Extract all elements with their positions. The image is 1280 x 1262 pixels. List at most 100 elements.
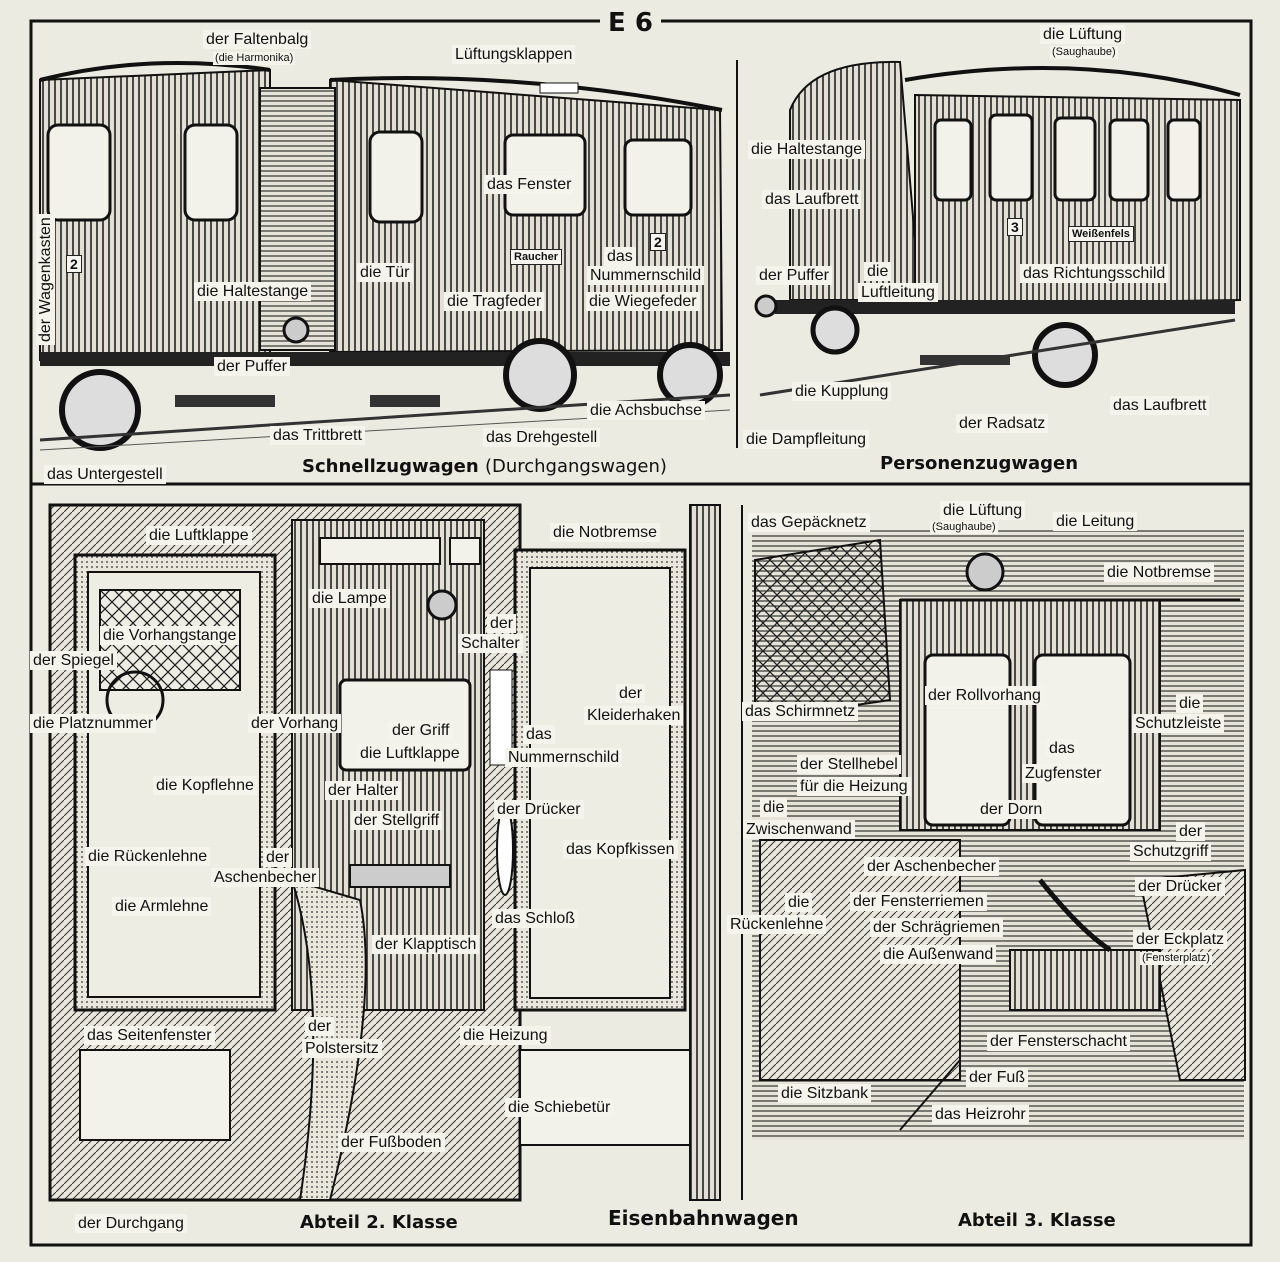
label-platznummer: die Platznummer bbox=[30, 714, 157, 733]
label-zugfenster: Zugfenster bbox=[1022, 764, 1105, 783]
label-vorhang: der Vorhang bbox=[248, 714, 342, 733]
label-rueckenlehne-3: Rückenlehne bbox=[727, 915, 827, 934]
label-stellgriff: der Stellgriff bbox=[351, 811, 443, 830]
label-kupplung: die Kupplung bbox=[792, 382, 892, 401]
label-schraegriemen: der Schrägriemen bbox=[870, 918, 1004, 937]
label-tragfeder: die Tragfeder bbox=[444, 292, 545, 311]
label-faltenbalg: der Faltenbalg bbox=[203, 30, 312, 49]
label-heizrohr: das Heizrohr bbox=[932, 1105, 1029, 1124]
label-harmonika: (die Harmonika) bbox=[213, 52, 296, 65]
label-luftklappe: die Luftklappe bbox=[146, 526, 252, 545]
label-notbremse-3: die Notbremse bbox=[1104, 563, 1215, 582]
label-aschenbecher-2: Aschenbecher bbox=[211, 868, 320, 887]
label-rollvorhang: der Rollvorhang bbox=[925, 686, 1044, 705]
label-vorhangstange: die Vorhangstange bbox=[100, 626, 240, 645]
label-puffer: der Puffer bbox=[214, 357, 290, 376]
label-fensterschacht: der Fensterschacht bbox=[987, 1032, 1130, 1051]
label-nummernschild: Nummernschild bbox=[587, 266, 705, 285]
label-haltestange: die Haltestange bbox=[194, 282, 312, 301]
label-achsbuchse: die Achsbuchse bbox=[587, 401, 706, 420]
label-leitung: die Leitung bbox=[1053, 512, 1138, 531]
label-lampe: die Lampe bbox=[309, 589, 390, 608]
label-seitenfenster: das Seitenfenster bbox=[84, 1026, 215, 1045]
label-schirmnetz: das Schirmnetz bbox=[742, 702, 859, 721]
label-klapptisch: der Klapptisch bbox=[372, 935, 480, 954]
label-der: der bbox=[487, 614, 517, 633]
label-kopfkissen: das Kopfkissen bbox=[563, 840, 678, 859]
label-lueftung-top: die Lüftung bbox=[1040, 25, 1126, 44]
label-polstersitz: Polstersitz bbox=[302, 1039, 382, 1058]
caption-schnellzugwagen: Schnellzugwagen (Durchgangswagen) bbox=[302, 456, 667, 477]
caption-personenzugwagen: Personenzugwagen bbox=[880, 453, 1079, 474]
label-luftklappe-2: die Luftklappe bbox=[357, 744, 463, 763]
label-schalter: Schalter bbox=[458, 634, 523, 653]
label-spiegel: der Spiegel bbox=[30, 651, 117, 670]
label-druecker-2: der Drücker bbox=[494, 800, 584, 819]
label-schutzgriff: Schutzgriff bbox=[1130, 842, 1212, 861]
label-wagenkasten: der Wagenkasten bbox=[36, 214, 55, 345]
label-rueckenlehne-2: die Rückenlehne bbox=[85, 847, 211, 866]
label-fussboden: der Fußboden bbox=[338, 1133, 445, 1152]
label-kopflehne: die Kopflehne bbox=[153, 776, 257, 795]
label-der-kleiderhaken: der bbox=[616, 684, 646, 703]
label-fensterriemen: der Fensterriemen bbox=[850, 892, 987, 911]
plate-number: E 6 bbox=[600, 8, 661, 38]
smoker-sign: Raucher bbox=[510, 249, 563, 265]
label-luftleitung: Luftleitung bbox=[858, 283, 938, 302]
passenger-car-drawing bbox=[754, 60, 1241, 397]
label-die-rueckenlehne-3: die bbox=[785, 893, 813, 912]
label-nummernschild-2: Nummernschild bbox=[505, 748, 623, 767]
label-richtungsschild: das Richtungsschild bbox=[1020, 264, 1169, 283]
label-die-schutzleiste: die bbox=[1176, 694, 1204, 713]
label-stellhebel: der Stellhebel bbox=[797, 755, 901, 774]
label-die-p: die bbox=[864, 262, 892, 281]
label-die-zwischenwand: die bbox=[760, 798, 788, 817]
label-der-aschenbecher: der bbox=[263, 848, 293, 867]
label-schutzleiste: Schutzleiste bbox=[1132, 714, 1225, 733]
label-halter: der Halter bbox=[325, 781, 402, 800]
express-car-drawing bbox=[39, 60, 731, 451]
label-griff: der Griff bbox=[389, 721, 453, 740]
label-heizung-fuer: für die Heizung bbox=[797, 777, 911, 796]
class-number-sign: 2 bbox=[650, 233, 666, 251]
label-fuss: der Fuß bbox=[966, 1068, 1029, 1087]
label-heizung: die Heizung bbox=[460, 1026, 551, 1045]
label-tuer: die Tür bbox=[357, 263, 413, 282]
label-armlehne: die Armlehne bbox=[112, 897, 212, 916]
label-eckplatz: der Eckplatz bbox=[1133, 930, 1228, 949]
label-fenster: das Fenster bbox=[484, 175, 575, 194]
label-druecker-3: der Drücker bbox=[1135, 877, 1225, 896]
label-saughaube-3: (Saughaube) bbox=[930, 521, 998, 534]
label-radsatz: der Radsatz bbox=[956, 414, 1049, 433]
label-wiegefeder: die Wiegefeder bbox=[586, 292, 700, 311]
caption-abteil-2: Abteil 2. Klasse bbox=[300, 1212, 458, 1233]
label-schloss: das Schloß bbox=[492, 909, 579, 928]
label-kleiderhaken: Kleiderhaken bbox=[584, 706, 684, 725]
class-number-sign: 3 bbox=[1007, 218, 1023, 236]
label-saughaube-top: (Saughaube) bbox=[1050, 46, 1118, 59]
label-gepaecknetz: das Gepäcknetz bbox=[748, 513, 870, 532]
label-das-zugfenster: das bbox=[1046, 739, 1078, 758]
label-lueftungsklappen: Lüftungsklappen bbox=[452, 45, 576, 64]
label-fensterplatz: (Fensterplatz) bbox=[1140, 952, 1212, 965]
caption-abteil-3: Abteil 3. Klasse bbox=[958, 1210, 1116, 1231]
label-dorn: der Dorn bbox=[977, 800, 1046, 819]
label-puffer-p: der Puffer bbox=[756, 266, 832, 285]
label-schiebetuer: die Schiebetür bbox=[505, 1098, 614, 1117]
label-laufbrett-p2: das Laufbrett bbox=[1110, 396, 1210, 415]
destination-sign: Weißenfels bbox=[1068, 226, 1134, 242]
label-untergestell: das Untergestell bbox=[44, 465, 166, 484]
label-zwischenwand: Zwischenwand bbox=[743, 820, 855, 839]
label-notbremse-2: die Notbremse bbox=[550, 523, 661, 542]
class-number-sign: 2 bbox=[66, 255, 82, 273]
caption-eisenbahnwagen: Eisenbahnwagen bbox=[608, 1206, 799, 1230]
label-drehgestell: das Drehgestell bbox=[483, 428, 601, 447]
label-haltestange-p: die Haltestange bbox=[748, 140, 866, 159]
label-sitzbank: die Sitzbank bbox=[778, 1084, 872, 1103]
label-durchgang: der Durchgang bbox=[75, 1214, 187, 1233]
label-dampfleitung: die Dampfleitung bbox=[743, 430, 870, 449]
label-das: das bbox=[523, 725, 555, 744]
label-lueftung-3: die Lüftung bbox=[940, 501, 1026, 520]
label-der-schutzgriff: der bbox=[1176, 822, 1206, 841]
